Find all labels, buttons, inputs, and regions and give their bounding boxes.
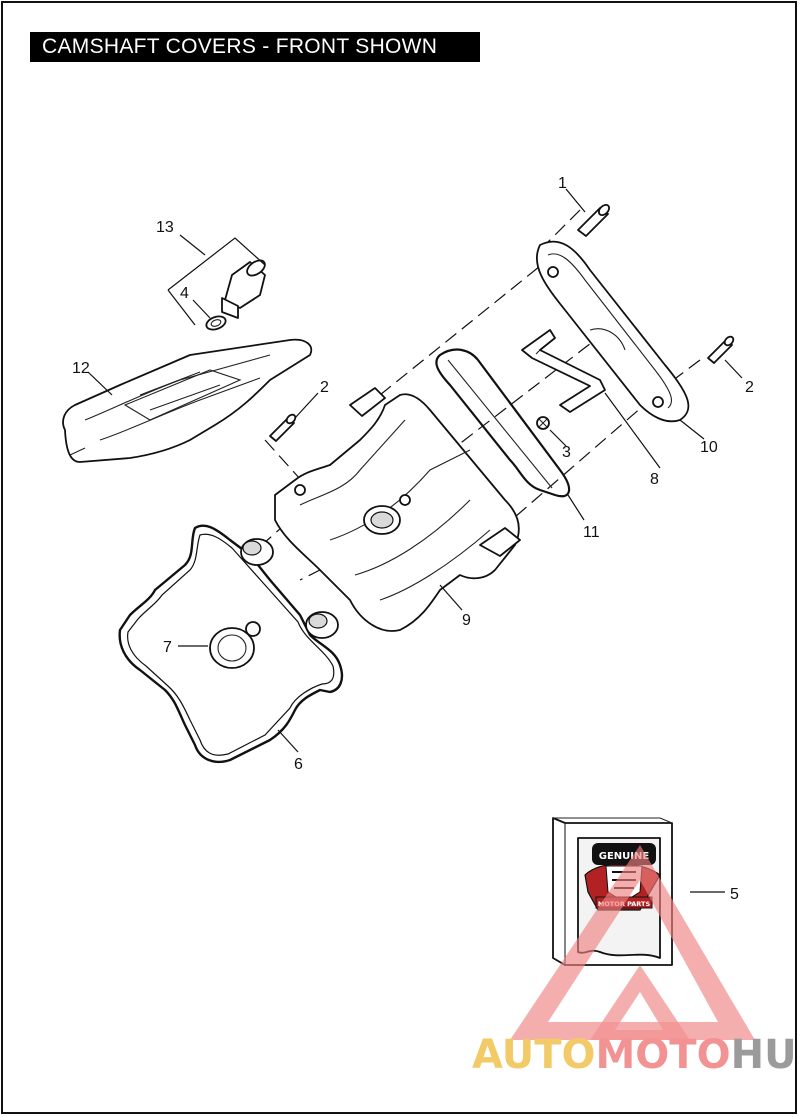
part-10-outer-cover [535, 240, 690, 423]
callout-7: 7 [163, 639, 172, 656]
callout-10: 10 [700, 439, 718, 456]
callout-13-bracket [167, 234, 266, 326]
part-11-gasket [435, 348, 571, 498]
part-13-vent-fitting [221, 259, 266, 319]
callout-3: 3 [562, 444, 571, 461]
part-9-camshaft-housing [274, 387, 521, 632]
watermark-logo: AUTOMOTOHUB [472, 845, 800, 1078]
callout-13: 13 [156, 219, 174, 236]
logo-genuine-text: GENUINE [599, 851, 650, 862]
page-title: CAMSHAFT COVERS - FRONT SHOWN [30, 32, 480, 62]
callout-1: 1 [558, 175, 567, 192]
part-6-plug-upper [240, 538, 274, 566]
callout-8: 8 [650, 471, 659, 488]
part-6-gasket [118, 524, 344, 764]
callout-9: 9 [462, 612, 471, 629]
watermark-hub: HUB [731, 1032, 800, 1078]
watermark-moto: MOTO [596, 1032, 731, 1078]
part-1-bolt [577, 204, 610, 237]
callout-12: 12 [72, 360, 90, 377]
part-3-screw [536, 416, 550, 430]
watermark-text: AUTOMOTOHUB [472, 1032, 800, 1078]
callout-4: 4 [180, 285, 189, 302]
watermark-auto: AUTO [472, 1032, 596, 1078]
part-2-bolt-right [707, 335, 735, 364]
part-2-bolt-left [269, 413, 297, 442]
part-12-top-cover [62, 338, 313, 463]
part-8-bracket [521, 329, 606, 413]
part-4-o-ring [205, 315, 227, 331]
part-7-o-ring [209, 621, 261, 669]
leader-lines [87, 188, 743, 893]
part-6-plug-lower [305, 611, 339, 639]
callout-2-left: 2 [320, 379, 329, 396]
callout-6: 6 [294, 756, 303, 773]
callout-11: 11 [583, 524, 600, 541]
callout-5: 5 [730, 886, 739, 903]
callout-2-right: 2 [745, 379, 754, 396]
